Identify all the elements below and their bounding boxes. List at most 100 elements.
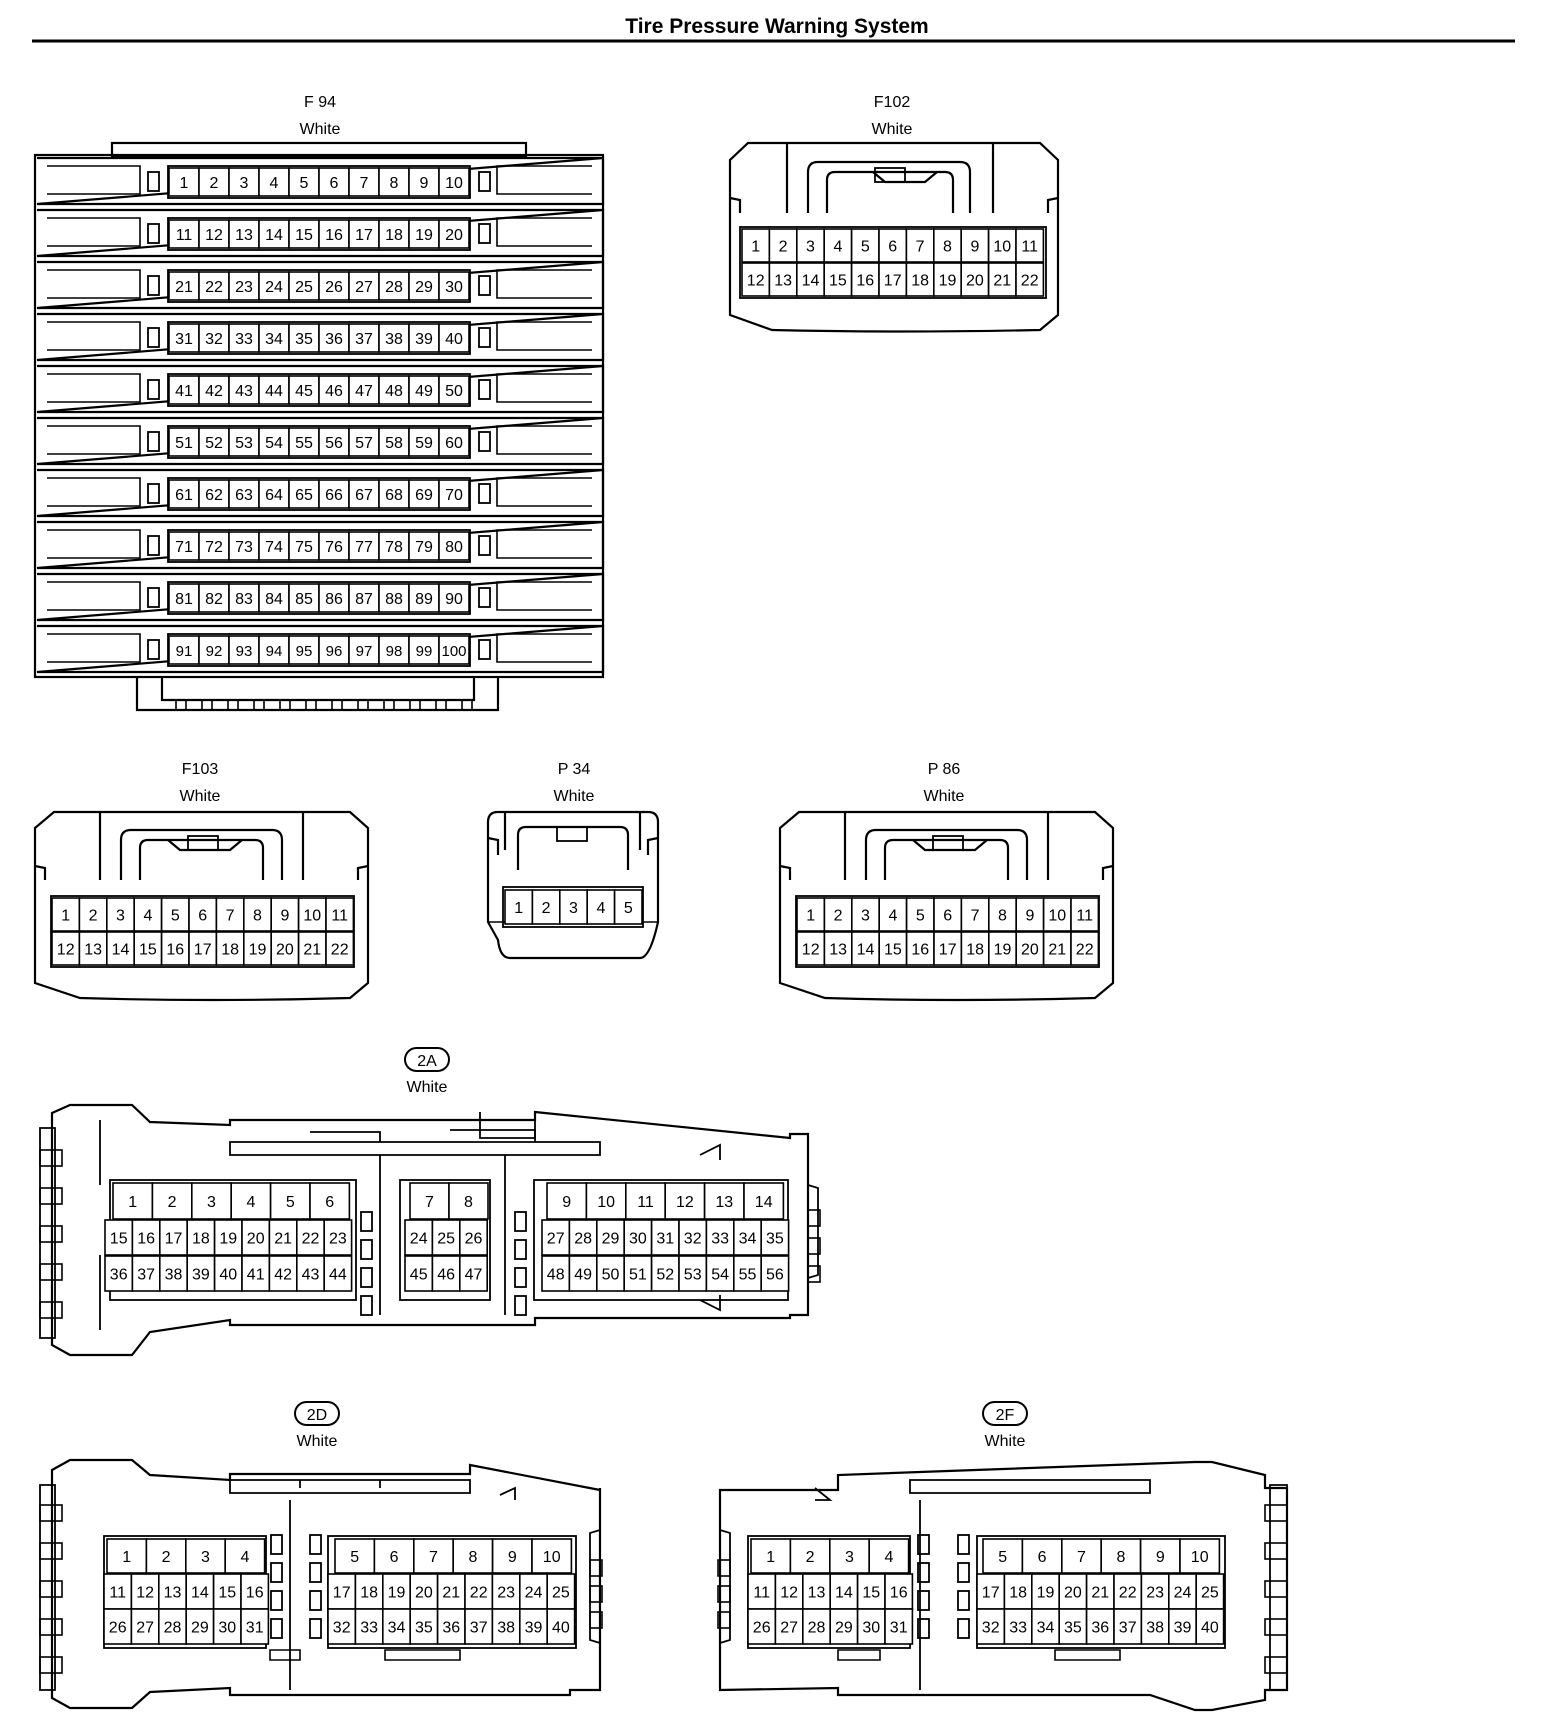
side-slot bbox=[1264, 1656, 1288, 1674]
pin-number: 55 bbox=[739, 1267, 757, 1284]
pin-number: 50 bbox=[445, 383, 463, 400]
locking-tab bbox=[309, 1562, 322, 1583]
pin-cell bbox=[768, 262, 798, 297]
row-slot bbox=[47, 581, 141, 611]
pin-cell bbox=[288, 635, 320, 665]
connector-color: White bbox=[407, 1079, 448, 1096]
pin-cell bbox=[258, 479, 290, 509]
pin-block bbox=[739, 226, 1047, 299]
pin-cell bbox=[198, 427, 230, 457]
pin-number: 4 bbox=[888, 908, 897, 925]
pin-cell bbox=[408, 583, 440, 613]
pin-cell bbox=[198, 271, 230, 301]
pin-cell bbox=[436, 1573, 466, 1610]
pin-number: 34 bbox=[265, 331, 283, 348]
locking-tab bbox=[478, 327, 491, 348]
pin-cell bbox=[228, 167, 260, 197]
pin-number: 11 bbox=[1021, 239, 1038, 256]
bottom-tooth bbox=[357, 699, 369, 711]
pin-number: 3 bbox=[861, 908, 870, 925]
pin-block bbox=[167, 425, 471, 459]
connector-color: White bbox=[297, 1433, 338, 1450]
pin-number: 3 bbox=[207, 1194, 216, 1211]
connector-housing bbox=[778, 810, 1115, 1002]
locking-tab bbox=[478, 275, 491, 296]
pin-number: 43 bbox=[235, 383, 253, 400]
locking-tab bbox=[147, 171, 160, 192]
pin-cell bbox=[518, 1608, 548, 1645]
pin-number: 39 bbox=[525, 1620, 543, 1637]
pin-cell bbox=[51, 897, 81, 932]
pin-number: 32 bbox=[333, 1620, 351, 1637]
pin-cell bbox=[613, 889, 643, 925]
pin-cell bbox=[318, 219, 350, 249]
pin-number: 6 bbox=[943, 908, 952, 925]
pin-cell bbox=[378, 219, 410, 249]
pin-cell bbox=[1168, 1608, 1198, 1645]
pin-cell bbox=[215, 897, 245, 932]
connector-hood bbox=[98, 812, 305, 880]
pin-number: 32 bbox=[684, 1231, 702, 1248]
pin-cell bbox=[743, 1182, 785, 1220]
pin-cell bbox=[1058, 1608, 1088, 1645]
pin-number: 96 bbox=[326, 643, 343, 660]
row-slot bbox=[47, 321, 141, 351]
pin-number: 15 bbox=[884, 942, 902, 959]
pin-cell bbox=[160, 897, 190, 932]
connector-code-badge bbox=[294, 1401, 340, 1426]
pin-cell bbox=[933, 931, 963, 966]
pin-cell bbox=[240, 1608, 270, 1645]
pin-number: 10 bbox=[445, 175, 463, 192]
locking-tab bbox=[360, 1267, 373, 1288]
locking-tab bbox=[147, 587, 160, 608]
end-cap bbox=[807, 1162, 819, 1300]
pin-block bbox=[167, 581, 471, 615]
pin-cell bbox=[585, 1182, 627, 1220]
pin-number: 1 bbox=[751, 239, 760, 256]
pin-number: 37 bbox=[137, 1267, 155, 1284]
pin-cell bbox=[168, 427, 200, 457]
row-slot bbox=[496, 529, 592, 559]
pin-number: 24 bbox=[525, 1585, 543, 1602]
pin-cell bbox=[228, 323, 260, 353]
pin-number: 20 bbox=[247, 1231, 265, 1248]
divider bbox=[289, 1486, 516, 1690]
connector-housing bbox=[486, 810, 660, 960]
bottom-tooth bbox=[461, 699, 473, 711]
pin-number: 80 bbox=[445, 539, 463, 556]
pin-number: 42 bbox=[205, 383, 223, 400]
pin-number: 1 bbox=[180, 175, 189, 192]
pin-number: 44 bbox=[329, 1267, 347, 1284]
pin-cell bbox=[318, 271, 350, 301]
connector-hood bbox=[843, 812, 1050, 880]
pin-number: 76 bbox=[325, 539, 343, 556]
pin-cell bbox=[1015, 931, 1045, 966]
pin-cell bbox=[103, 1573, 133, 1610]
pin-block bbox=[167, 477, 471, 511]
pin-number: 97 bbox=[356, 643, 373, 660]
pin-number: 5 bbox=[300, 175, 309, 192]
pin-cell bbox=[258, 427, 290, 457]
pin-number: 31 bbox=[175, 331, 193, 348]
pin-number: 3 bbox=[240, 175, 249, 192]
pin-cell bbox=[438, 167, 470, 197]
pin-number: 24 bbox=[410, 1231, 428, 1248]
pin-number: 52 bbox=[205, 435, 223, 452]
connector-code: P 86 bbox=[928, 761, 961, 778]
end-slot bbox=[717, 1585, 731, 1603]
pin-number: 66 bbox=[325, 487, 343, 504]
latch-outline bbox=[167, 839, 243, 852]
latch-outline bbox=[912, 839, 988, 852]
bottom-guide bbox=[135, 677, 500, 712]
pin-cell bbox=[491, 1538, 533, 1574]
pin-block bbox=[167, 269, 471, 303]
pin-number: 3 bbox=[845, 1549, 854, 1566]
pin-number: 25 bbox=[1201, 1585, 1219, 1602]
pin-cell bbox=[1015, 262, 1045, 297]
pin-number: 16 bbox=[137, 1231, 155, 1248]
pin-number: 34 bbox=[1037, 1620, 1055, 1637]
pin-number: 85 bbox=[295, 591, 313, 608]
pin-number: 8 bbox=[468, 1549, 477, 1566]
pin-cell bbox=[378, 375, 410, 405]
